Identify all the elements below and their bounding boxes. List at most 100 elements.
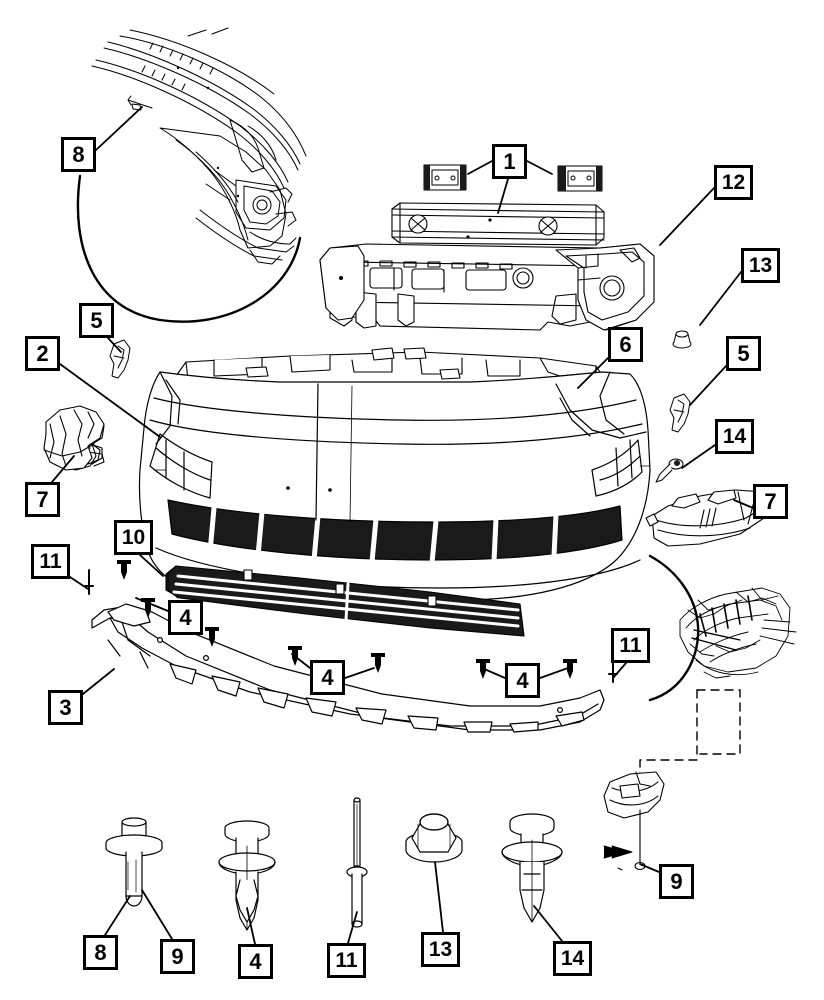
leader-4-b <box>291 653 311 669</box>
leader-5-left <box>107 337 122 353</box>
leader-5-right <box>689 365 727 406</box>
callout-c8-top-hex-flange-bolt[interactable]: 8 <box>61 137 96 172</box>
detail-callout-arc-right <box>648 554 700 702</box>
leader-7-right <box>733 499 754 509</box>
callout-label: 14 <box>722 425 747 448</box>
detail-callout-arc-left <box>76 174 302 323</box>
leader-10 <box>139 554 164 577</box>
callout-label: 4 <box>179 604 192 630</box>
callout-c13-right-flange-nut[interactable]: 13 <box>741 248 780 283</box>
callout-c9-right-screw-fastener[interactable]: 9 <box>659 864 694 899</box>
leader-11-bottom <box>347 911 358 944</box>
leader-11-left <box>66 574 89 590</box>
leader-12 <box>659 187 715 246</box>
callout-label: 4 <box>249 948 262 974</box>
callout-label: 7 <box>764 488 777 514</box>
callout-c1-bumper-beam-brackets[interactable]: 1 <box>492 144 527 179</box>
callout-label: 13 <box>748 254 773 277</box>
hex-flange-bolt-large <box>105 817 163 907</box>
blind-rivet-left-small <box>84 569 94 595</box>
callout-label: 7 <box>36 486 49 512</box>
callout-label: 1 <box>503 148 516 174</box>
flange-nut-large <box>405 813 463 863</box>
bumper-beam-bracket-right <box>557 165 603 192</box>
callout-label: 4 <box>321 664 334 690</box>
callout-c14-bottom-push-pin-fastener[interactable]: 14 <box>553 941 592 976</box>
leader-14-right <box>681 444 716 469</box>
leader-1-down <box>497 178 509 214</box>
callout-c5-right-retainer-clip-right[interactable]: 5 <box>726 336 761 371</box>
callout-c11-left-blind-rivet-left[interactable]: 11 <box>31 544 70 579</box>
callout-c7-left-fog-lamp-bezel-left[interactable]: 7 <box>25 482 60 517</box>
callout-label: 5 <box>737 340 750 366</box>
callout-label: 11 <box>39 550 62 573</box>
callout-label: 11 <box>619 634 642 657</box>
bumper-reinforcement-assembly <box>319 243 655 331</box>
callout-label: 8 <box>72 141 85 167</box>
leader-11-right <box>612 662 627 679</box>
callout-c13-bottom-flange-nut[interactable]: 13 <box>421 932 460 967</box>
callout-c5-left-retainer-clip-left[interactable]: 5 <box>79 303 114 338</box>
leader-13-bottom <box>434 861 444 933</box>
leader-8-bottom <box>104 895 131 936</box>
headlamp-detail <box>679 587 797 679</box>
leader-4-c2 <box>539 667 569 679</box>
callout-label: 12 <box>721 171 746 194</box>
detail-link-dashed <box>639 689 741 777</box>
retainer-clip-right <box>669 393 691 433</box>
leader-4-b2 <box>344 667 375 679</box>
leader-6 <box>577 357 609 389</box>
push-pin-large <box>501 813 563 923</box>
fascia-corner-piece <box>603 771 665 819</box>
callout-c2-side-bracket-left[interactable]: 2 <box>25 336 60 371</box>
callout-c3-lower-air-dam[interactable]: 3 <box>48 690 83 725</box>
fog-lamp-bezel-left <box>43 405 105 471</box>
callout-label: 2 <box>36 340 49 366</box>
fog-lamp-bezel-right <box>645 489 771 547</box>
callout-c4-b-push-in-retainer[interactable]: 4 <box>310 660 345 695</box>
bumper-beam-bracket-left <box>423 164 467 191</box>
callout-c8-bottom-hex-flange-bolt[interactable]: 8 <box>83 935 118 970</box>
leader-14-bottom <box>533 905 563 942</box>
leader-3 <box>82 668 115 695</box>
callout-c4-c-push-in-retainer[interactable]: 4 <box>505 663 540 698</box>
callout-label: 9 <box>670 868 683 894</box>
leader-4-c <box>481 667 506 679</box>
lower-center-grille <box>165 565 525 637</box>
leader-9-right <box>639 863 660 873</box>
callout-label: 10 <box>121 526 146 549</box>
callout-label: 3 <box>59 694 72 720</box>
callout-c14-right-push-pin-fastener[interactable]: 14 <box>715 419 754 454</box>
callout-label: 4 <box>516 667 529 693</box>
callout-label: 5 <box>90 307 103 333</box>
callout-c4-bottom-push-in-retainer[interactable]: 4 <box>238 944 273 979</box>
callout-label: 9 <box>171 943 184 969</box>
callout-c12-bumper-reinforcement-beam[interactable]: 12 <box>714 165 753 200</box>
blind-rivet-large <box>346 797 368 928</box>
front-fascia <box>138 371 651 601</box>
leader-4-a <box>135 597 169 612</box>
leader-1-right <box>526 160 553 175</box>
leader-9-bottom <box>141 889 173 940</box>
corner-screw-9 <box>603 809 646 871</box>
push-pin-small <box>655 458 684 483</box>
callout-label: 6 <box>619 331 632 357</box>
callout-c6-fascia-support-bar[interactable]: 6 <box>608 327 643 362</box>
callout-c11-bottom-blind-rivet[interactable]: 11 <box>327 943 366 978</box>
callout-label: 13 <box>428 938 453 961</box>
leader-2 <box>59 363 161 438</box>
retainer-clip-left <box>109 339 131 379</box>
flange-nut-small <box>672 330 692 349</box>
callout-c10-front-fascia[interactable]: 10 <box>114 520 153 555</box>
lower-air-dam <box>91 603 605 733</box>
callout-c7-right-fog-lamp-bezel-right[interactable]: 7 <box>753 484 788 519</box>
callout-c11-right-blind-rivet-right[interactable]: 11 <box>611 628 650 663</box>
frame-rail-detail <box>91 27 307 265</box>
callout-c9-bottom-screw-fastener[interactable]: 9 <box>160 939 195 974</box>
callout-c4-a-push-in-retainer[interactable]: 4 <box>168 600 203 635</box>
leader-13-right <box>699 271 742 326</box>
callout-label: 8 <box>94 939 107 965</box>
leader-8-top <box>95 106 143 151</box>
